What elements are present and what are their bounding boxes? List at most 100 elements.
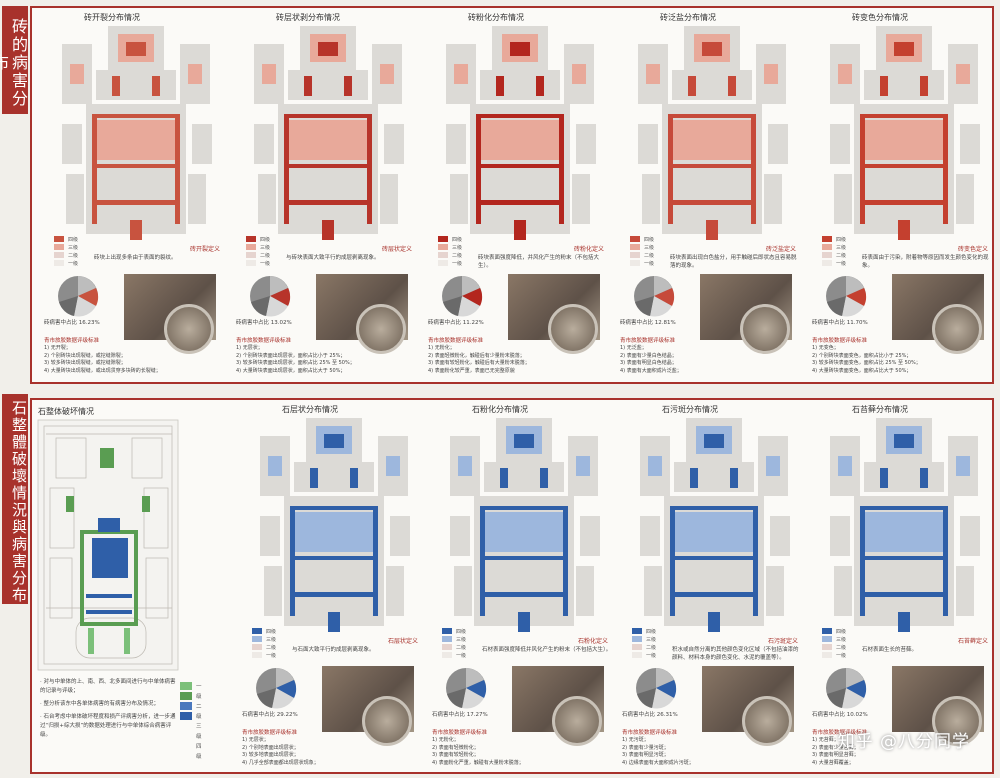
definition-title: 砖粉化定义	[573, 246, 604, 253]
grading-level: 3) 表面有明显白色结晶；	[620, 360, 677, 366]
legend-swatch	[822, 252, 832, 258]
legend-label: 一级	[68, 261, 79, 267]
definition-title: 砖变色定义	[957, 246, 988, 253]
legend-label: 二级	[836, 645, 847, 651]
grading-level: 4) 边缘表面有大面积成片污斑；	[622, 759, 694, 766]
grading-levels: 1) 无变色；2) 个别砖块表面变色，面积占比小于 25%；3) 较多砖块表面变…	[812, 345, 996, 375]
legend-labels: 四级 三级 二级 一级	[836, 236, 846, 268]
grading-level: 3) 较多砖块出现裂缝，或挖缝隙裂；	[44, 360, 126, 366]
definition-text: 石材表面强度降低并风化产生的粉末（不包括大生）。	[482, 647, 612, 653]
grading-level: 3) 较多砖块表面出现层状，面积占比 25% 至 50%；	[236, 360, 355, 366]
legend-label: 二级	[260, 253, 271, 259]
legend-swatch	[438, 236, 448, 242]
grading-level: 1) 无泛盐；	[620, 345, 647, 351]
damage-detail-photo	[742, 696, 792, 746]
legend-label: 二级	[646, 645, 657, 651]
legend-labels: 四级 三级 二级 一级	[452, 236, 462, 268]
distribution-plan	[254, 26, 404, 240]
standard-title: 青市旅胶数据评级标准	[428, 338, 484, 344]
definition-text: 石材表面生长的苔藓。	[862, 647, 918, 653]
legend-swatch	[180, 712, 192, 720]
panel-legend: 四级 三级 二级 一级	[438, 236, 472, 270]
grading-level: 3) 表面有明显污斑；	[622, 752, 669, 758]
legend-swatch	[632, 644, 642, 650]
panel-legend: 四级 三级 二级 一级	[822, 628, 856, 662]
standard-title: 青市旅胶数据评级标准	[812, 730, 868, 736]
brick-section-label: 砖的病害分布	[0, 6, 28, 114]
standard-title: 青市旅胶数据评级标准	[242, 730, 298, 736]
legend-label: 一级	[260, 261, 271, 267]
legend-labels: 四级 三级 二级 一级	[266, 628, 276, 660]
distribution-plan	[450, 418, 600, 632]
grading-level: 4) 表面有大面积成片泛盐；	[620, 367, 682, 374]
legend-swatch	[630, 260, 640, 266]
grading-level: 1) 无开裂；	[44, 345, 71, 351]
standard-title: 青市旅胶数据评级标准	[432, 730, 488, 736]
damage-detail-photo	[552, 696, 602, 746]
legend-label: 四级	[836, 629, 847, 635]
damage-detail-photo	[362, 696, 412, 746]
ratio-pie-chart	[250, 276, 291, 317]
legend-label: 三级	[836, 245, 847, 251]
legend-swatch	[246, 244, 256, 250]
legend-swatch	[632, 628, 642, 634]
legend-swatch	[442, 652, 452, 658]
brick-panel: 砖层状剥分布情况	[232, 4, 424, 380]
stone-section-label: 石整體破壞情況與病害分布	[2, 394, 28, 604]
panel-legend: 四级 三级 二级 一级	[630, 236, 664, 270]
legend-label: 一级	[266, 653, 277, 659]
overview-notes: · 对与中单体的上、南、西、北多面间进行与中单体病害的记录与评级； · 整分析该…	[40, 678, 176, 744]
definition-text: 砖块上出现多条由于表面的裂纹。	[94, 255, 177, 261]
ratio-pie-chart	[58, 276, 99, 317]
legend-label: 四级	[836, 237, 847, 243]
damage-detail-photo	[932, 304, 982, 354]
legend-swatch	[54, 236, 64, 242]
overview-title: 石整体破坏情况	[38, 407, 94, 416]
panel-title: 砖泛盐分布情况	[660, 13, 716, 22]
legend-swatch	[180, 692, 192, 700]
distribution-plan	[830, 418, 980, 632]
legend-swatch	[442, 628, 452, 634]
grading-level: 1) 无粉化；	[432, 737, 459, 743]
standard-title: 青市旅胶数据评级标准	[622, 730, 678, 736]
panel-legend: 四级 三级 二级 一级	[246, 236, 280, 270]
legend-swatch	[438, 244, 448, 250]
standard-title: 青市旅胶数据评级标准	[44, 338, 100, 344]
panel-title: 石层状分布情况	[282, 405, 338, 414]
grading-level: 2) 个别砖块表面变色，面积占比小于 25%；	[812, 352, 912, 359]
distribution-plan	[260, 418, 410, 632]
damage-detail-photo	[932, 696, 982, 746]
distribution-plan	[446, 26, 596, 240]
distribution-plan	[640, 418, 790, 632]
stone-panel: 石苔藓分布情况	[808, 396, 1000, 772]
definition-title: 石苔藓定义	[957, 638, 988, 645]
legend-label: 三级	[266, 637, 277, 643]
legend-swatch	[246, 252, 256, 258]
ratio-text: 砖病害中占比 16.23%	[44, 320, 100, 326]
legend-swatch	[630, 236, 640, 242]
stone-overview: 石整体破坏情况	[36, 406, 232, 770]
brick-panel: 砖开裂分布情况	[40, 4, 232, 380]
grading-level: 1) 无苔藓；	[812, 737, 839, 743]
ratio-text: 砖病害中占比 11.22%	[428, 320, 484, 326]
distribution-plan	[638, 26, 788, 240]
legend-label: 四级	[456, 629, 467, 635]
panel-legend: 四级 三级 二级 一级	[252, 628, 286, 662]
grading-level: 3) 表面有较轻粉化，触碰后有大量粉末脱落；	[428, 360, 530, 366]
legend-swatch	[252, 628, 262, 634]
grading-level: 2) 个别砖块出现裂缝，或挖缝隙裂；	[44, 352, 126, 359]
legend-swatch	[630, 244, 640, 250]
distribution-plan	[830, 26, 980, 240]
legend-swatch	[822, 244, 832, 250]
ratio-pie-chart	[446, 668, 487, 709]
grading-level: 2) 个别砖块表面出现层状，面积占比小于 25%；	[236, 352, 346, 359]
watermark: 知乎 @八分同学	[837, 732, 970, 752]
legend-swatch	[822, 628, 832, 634]
legend-label: 三级	[260, 245, 271, 251]
definition-title: 砖层状定义	[381, 246, 412, 253]
panel-title: 砖粉化分布情况	[468, 13, 524, 22]
legend-label: 二级	[456, 645, 467, 651]
brick-panel: 砖变色分布情况	[808, 4, 1000, 380]
legend-labels: 四级 三级 二级 一级	[68, 236, 78, 268]
ratio-pie-chart	[256, 668, 297, 709]
